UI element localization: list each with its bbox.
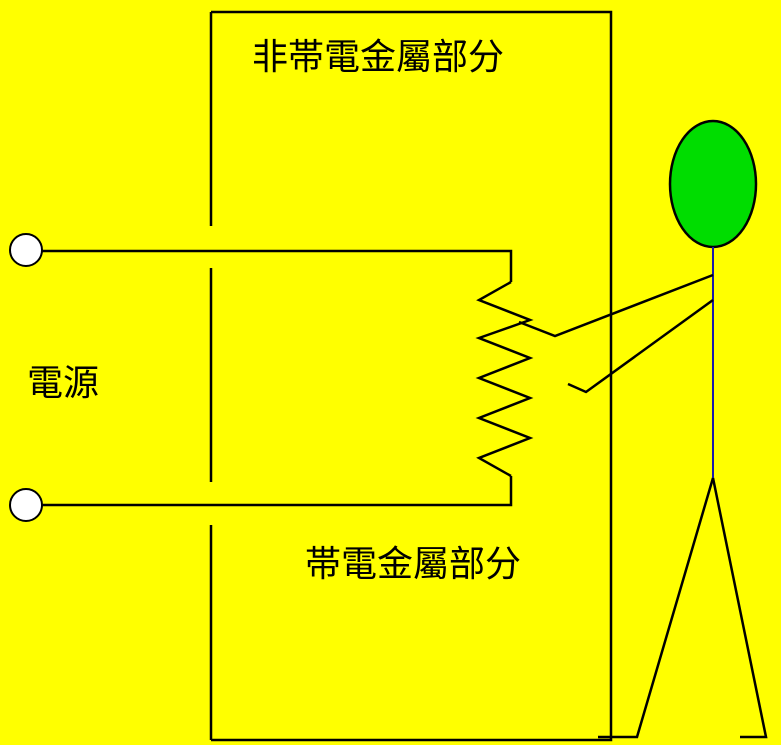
person-leg-right xyxy=(711,477,768,739)
lower-terminal-icon xyxy=(9,488,43,522)
non-charged-metal-label: 非帯電金屬部分 xyxy=(252,37,505,78)
person-head xyxy=(668,119,758,249)
person-leg-left xyxy=(598,477,715,739)
resistor-zigzag xyxy=(475,280,534,478)
charged-metal-label: 帯電金屬部分 xyxy=(305,544,522,585)
enclosure-outline xyxy=(211,10,613,742)
person-arm-lower xyxy=(567,298,714,394)
metal-enclosure xyxy=(209,10,613,742)
circuit-wires xyxy=(42,249,534,507)
person-figure-icon xyxy=(518,119,768,739)
power-source-label: 電源 xyxy=(27,363,100,404)
person-arm-upper xyxy=(518,273,714,338)
upper-wire xyxy=(42,249,513,282)
upper-terminal-icon xyxy=(9,233,43,267)
lower-wire xyxy=(42,476,513,507)
